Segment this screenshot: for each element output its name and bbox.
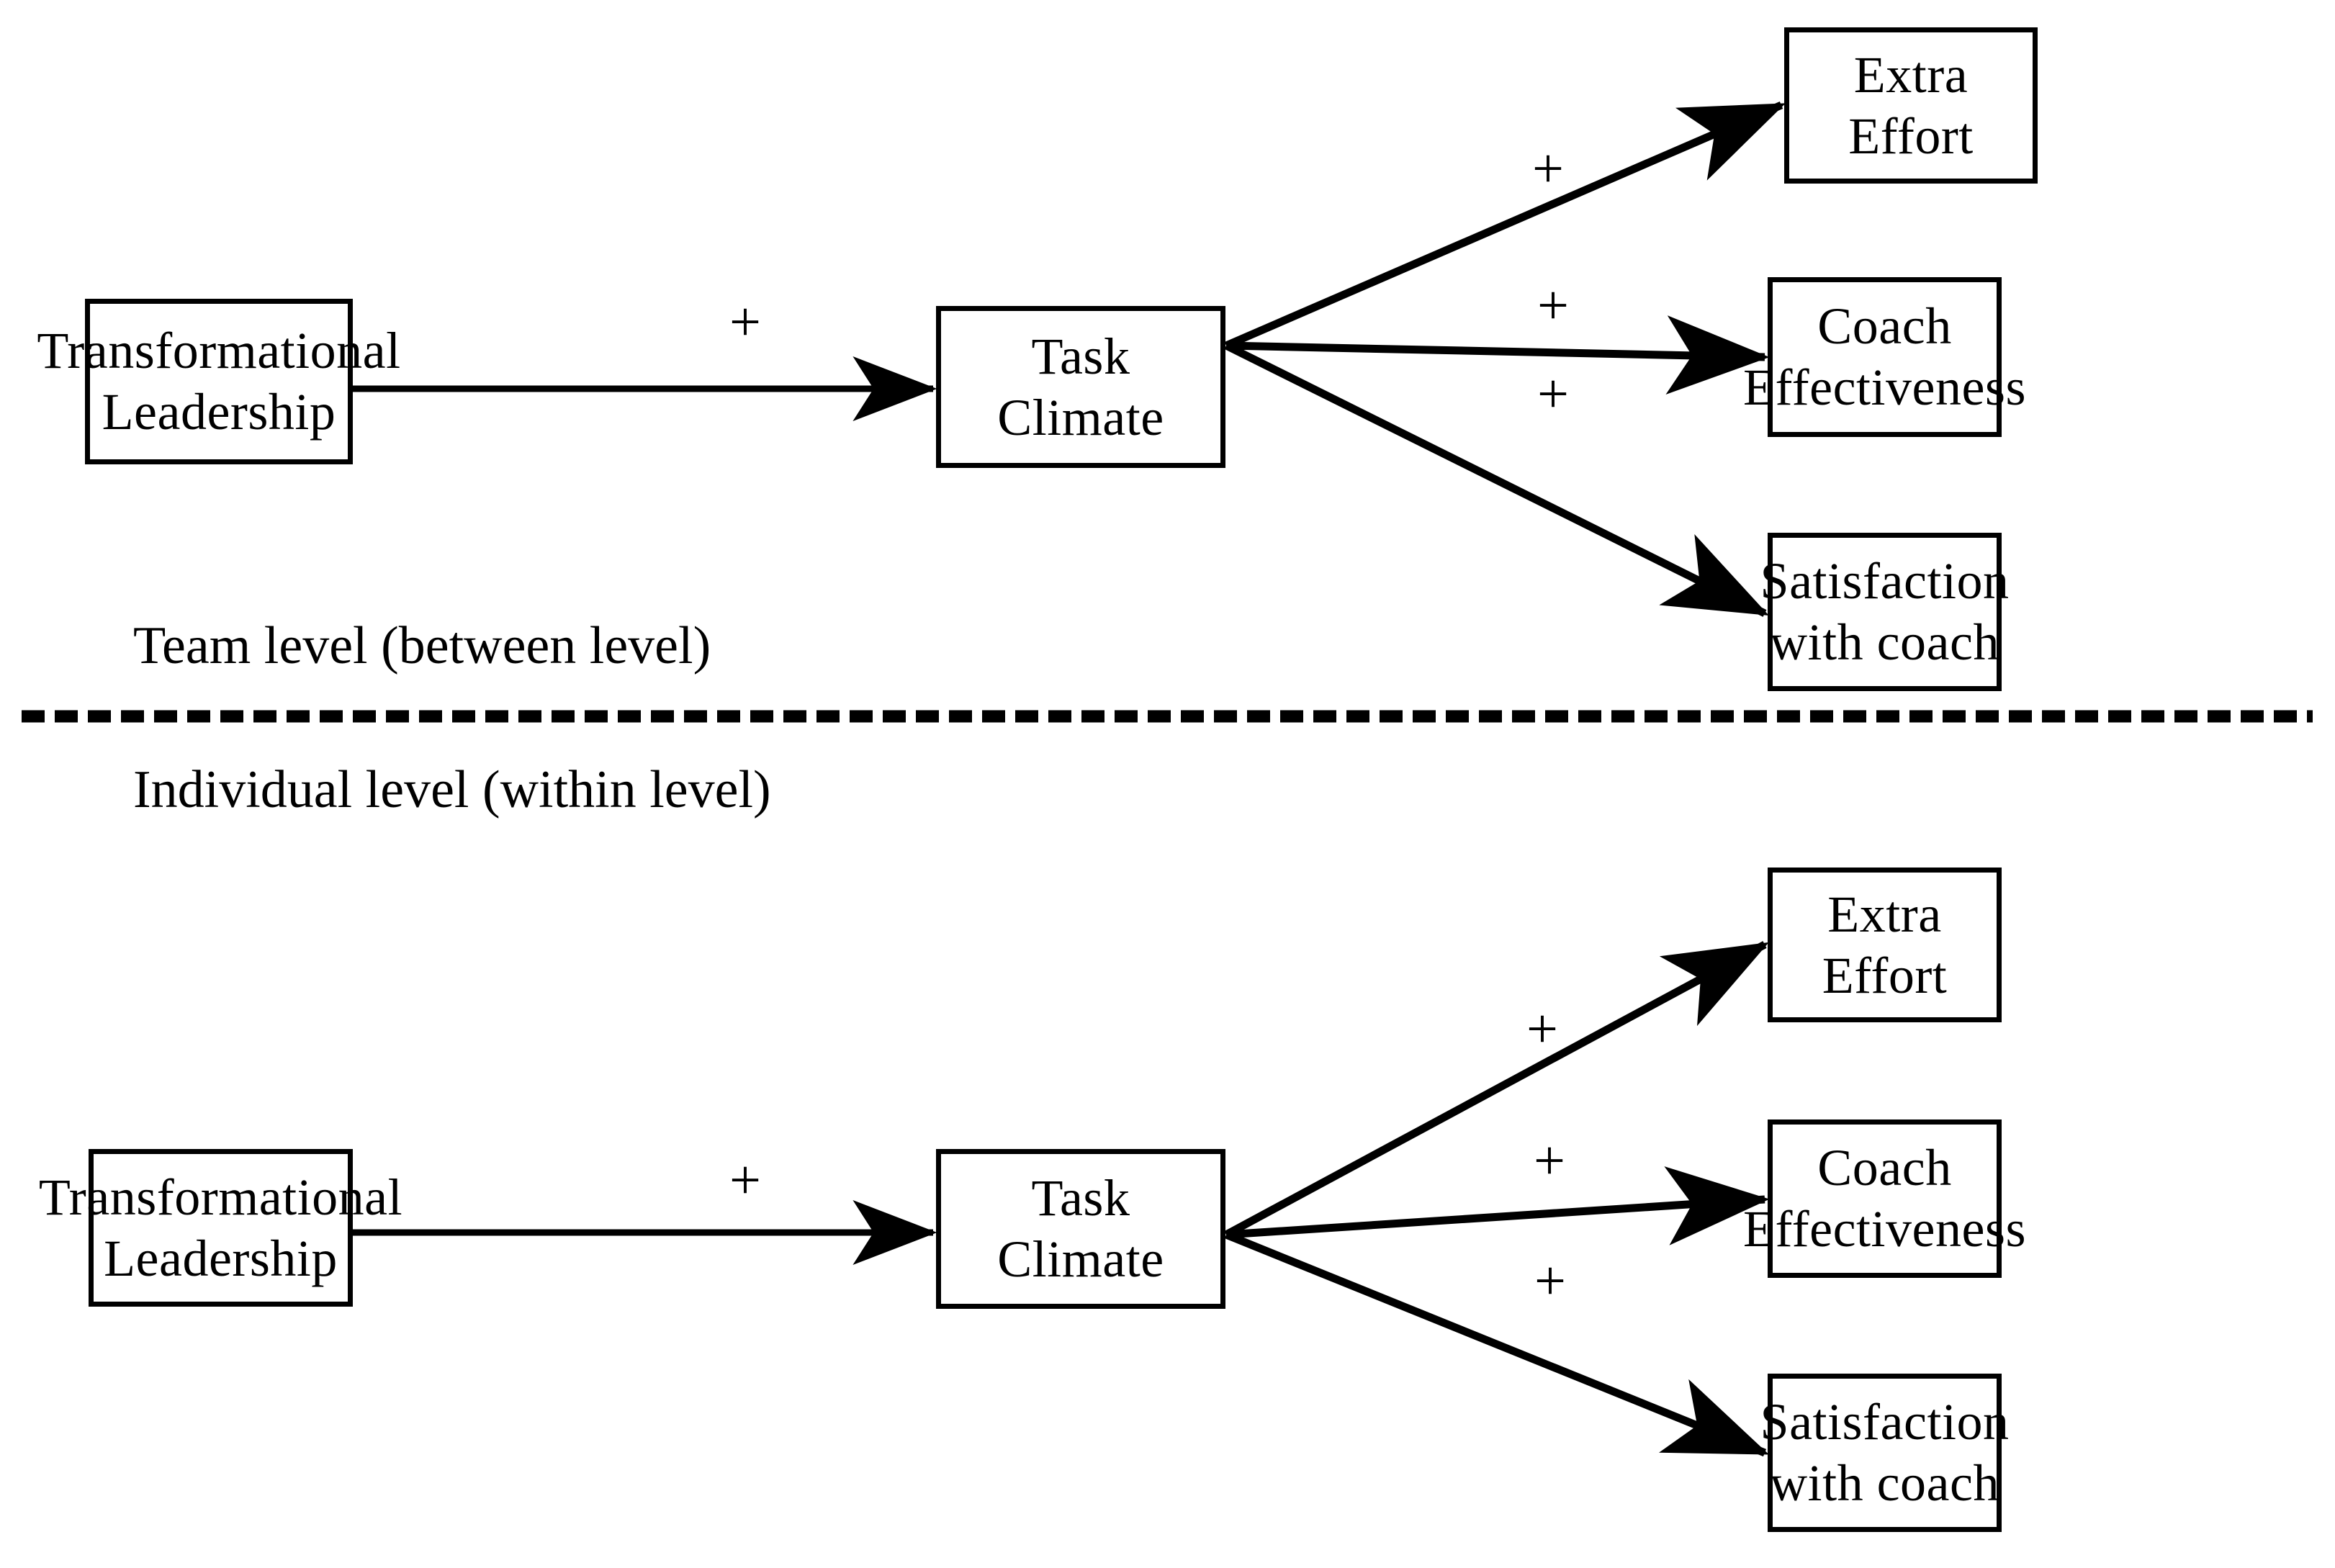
edge-sign-tl-to-task-climate-team: + [729,290,761,353]
node-label-coach-effectiveness-individual: Coach Effectiveness [1743,1139,2027,1258]
edge-sign-task-climate-to-coach-effectiveness-team: + [1537,274,1569,336]
node-task-climate-individual: Task Climate [936,1149,1225,1309]
arrow-task-climate-to-extra-effort-team [1224,101,1786,350]
node-label-satisfaction-with-coach-team: Satisfaction with coach [1760,552,2010,671]
node-transformational-leadership-individual: Transformational Leadership [39,1149,402,1307]
edge-sign-task-climate-to-satisfaction-individual: + [1534,1249,1566,1312]
node-task-climate-team: Task Climate [936,306,1225,468]
arrow-task-climate-to-satisfaction-team [1224,342,1769,617]
label-team-level: Team level (between level) [133,616,711,675]
arrow-task-climate-to-extra-effort-individual [1224,941,1769,1238]
edge-sign-task-climate-to-satisfaction-team: + [1537,362,1569,425]
node-label-task-climate-individual: Task Climate [997,1169,1164,1288]
node-satisfaction-with-coach-individual: Satisfaction with coach [1760,1374,2009,1532]
arrow-task-climate-to-coach-effectiveness-team [1225,315,1770,395]
node-label-transformational-leadership-individual: Transformational Leadership [38,1168,403,1287]
edge-sign-tl-to-task-climate-individual: + [729,1148,761,1211]
node-coach-effectiveness-individual: Coach Effectiveness [1743,1119,2026,1278]
node-extra-effort-team: Extra Effort [1784,27,2038,184]
node-label-extra-effort-individual: Extra Effort [1822,885,1948,1004]
node-label-coach-effectiveness-team: Coach Effectiveness [1743,297,2027,416]
node-extra-effort-individual: Extra Effort [1768,868,2002,1022]
node-coach-effectiveness-team: Coach Effectiveness [1743,277,2026,437]
arrow-task-climate-to-satisfaction-individual [1224,1230,1770,1457]
node-label-task-climate-team: Task Climate [997,327,1164,446]
edge-sign-task-climate-to-extra-effort-team: + [1532,137,1564,199]
node-transformational-leadership-team: Transformational Leadership [37,299,400,464]
node-label-extra-effort-team: Extra Effort [1848,45,1974,165]
edge-sign-task-climate-to-coach-effectiveness-individual: + [1534,1129,1565,1191]
edge-sign-task-climate-to-extra-effort-individual: + [1526,997,1558,1060]
arrow-task-climate-to-coach-effectiveness-individual [1225,1166,1770,1245]
label-individual-level: Individual level (within level) [133,760,771,819]
node-label-transformational-leadership-team: Transformational Leadership [37,322,401,441]
node-satisfaction-with-coach-team: Satisfaction with coach [1760,533,2009,691]
node-label-satisfaction-with-coach-individual: Satisfaction with coach [1760,1393,2010,1512]
